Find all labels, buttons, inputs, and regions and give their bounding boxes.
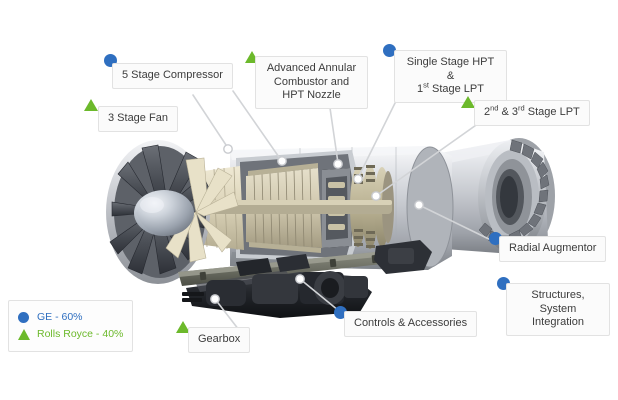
legend-triangle-icon [18,328,30,340]
leader-radial-augmentor [418,204,496,243]
callout-sup-lpt-nd: nd [490,103,499,113]
accessory-gearbox-group [182,240,432,318]
marker-dot-single-stage-hpt [383,44,396,57]
fan-module [106,140,239,284]
fan-blades [109,144,211,275]
engine-core-group [196,150,394,262]
legend: GE - 60% Rolls Royce - 40% [8,300,133,352]
callout-sup-hpt-st: st [423,80,429,90]
spinner-nose-cone [134,190,194,236]
marker-triangle-second-third-stage-lpt [461,96,475,108]
mount-beam [178,250,400,286]
callout-label-controls-accessories: Controls & Accessories [354,317,468,329]
leader-endpoints [210,144,424,304]
nacelle-barrel-group [230,146,454,270]
callout-advanced-annular-combustor[interactable]: Advanced Annular Combustor and HPT Nozzl… [255,56,368,109]
legend-item-ge: GE - 60% [18,309,123,325]
callout-lpt-b: & 3 [498,106,519,118]
nacelle-accessories [236,254,310,276]
marker-triangle-three-stage-fan [84,99,98,111]
turbine-section [350,165,394,249]
callout-gearbox[interactable]: Gearbox [188,327,251,353]
callout-line-hpt-2a: 1 [416,83,424,95]
leader-combustor [328,100,339,164]
nozzle-petals [478,139,550,246]
callout-line-hpt-1: Single Stage HPT & [406,56,495,82]
leader-gearbox [214,298,240,331]
legend-item-rolls-royce: Rolls Royce - 40% [18,326,123,342]
callout-line-structures-1: Structures, [531,289,585,301]
leader-3-stage-fan [192,94,229,149]
legend-label-ge: GE - 60% [37,311,83,323]
callout-five-stage-compressor[interactable]: 5 Stage Compressor [112,63,233,89]
marker-dot-radial-augmentor [489,232,502,245]
callout-sup-lpt-rd: rd [518,103,525,113]
callout-radial-augmentor[interactable]: Radial Augmentor [499,236,607,262]
callout-second-third-stage-lpt[interactable]: 2nd & 3rd Stage LPT [474,100,590,126]
hp-compressor [246,163,322,253]
callout-lpt-a: 2 [484,106,491,118]
marker-triangle-gearbox [176,321,190,333]
marker-dot-controls-accessories [334,306,347,319]
callout-label-three-stage-fan: 3 Stage Fan [108,112,168,124]
callout-single-stage-hpt[interactable]: Single Stage HPT & 1st Stage LPT [394,50,507,103]
callout-controls-accessories[interactable]: Controls & Accessories [344,311,478,337]
leader-2nd-3rd-lpt [375,122,480,197]
callout-line-hpt-2b: Stage LPT [428,83,484,95]
callout-line-combustor-3: HPT Nozzle [282,89,341,101]
legend-dot-icon [18,311,30,323]
callout-line-combustor-2: Combustor and [273,75,350,88]
booster-blades [165,157,239,263]
callout-label-radial-augmentor: Radial Augmentor [509,242,597,254]
booster-stages [196,166,244,251]
callout-label-gearbox: Gearbox [198,333,241,345]
callout-structures-system-integration[interactable]: Structures, System Integration [506,283,610,336]
callout-three-stage-fan[interactable]: 3 Stage Fan [98,106,178,132]
callout-line-structures-2: System Integration [532,302,584,329]
callout-line-combustor-1: Advanced Annular [266,62,357,74]
callout-lpt-c: Stage LPT [524,106,580,118]
legend-label-rolls-royce: Rolls Royce - 40% [37,328,124,340]
combustor [322,168,352,248]
callout-label-five-stage-compressor: 5 Stage Compressor [122,69,223,81]
